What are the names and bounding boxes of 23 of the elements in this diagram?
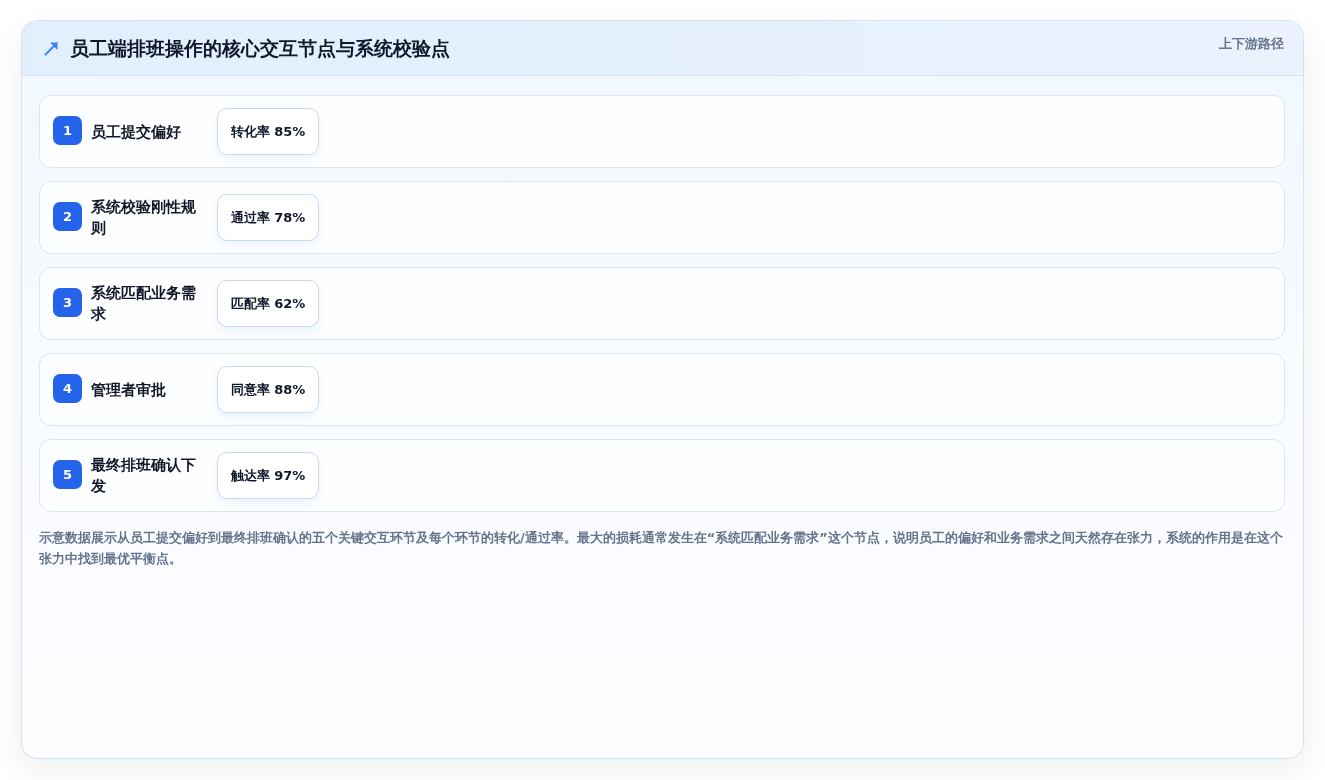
step-name: 管理者审批: [91, 379, 167, 400]
step-name: 系统匹配业务需求: [91, 282, 197, 325]
step-name: 员工提交偏好: [91, 121, 182, 142]
step-card: [39, 181, 1285, 254]
step-number-badge: 2: [53, 202, 82, 231]
step-card: [39, 95, 1285, 168]
step-name: 系统校验刚性规则: [91, 196, 197, 239]
caption-text: 示意数据展示从员工提交偏好到最终排班确认的五个关键交互环节及每个环节的转化/通过率。最大的损耗通常发生在“系统匹配业务需求”这个节点，说明员工的偏好和业务需求之间天然存在张力，系统的作用是在这个张力中找到最优平衡点。: [39, 529, 1284, 568]
header-note: 上下游路径: [1219, 35, 1284, 53]
rate-pill: 转化率 85%: [217, 108, 319, 155]
step-card: [39, 267, 1285, 340]
step-number-badge: 4: [53, 374, 82, 403]
rate-pill: 触达率 97%: [217, 452, 319, 499]
rate-pill: 通过率 78%: [217, 194, 319, 241]
step-number-badge: 1: [53, 116, 82, 145]
step-card: [39, 439, 1285, 512]
step-number-badge: 5: [53, 460, 82, 489]
step-name: 最终排班确认下发: [91, 454, 197, 497]
rate-pill: 同意率 88%: [217, 366, 319, 413]
step-number-badge: 3: [53, 288, 82, 317]
diagram-title: 员工端排班操作的核心交互节点与系统校验点: [70, 36, 450, 60]
rate-pill: 匹配率 62%: [217, 280, 319, 327]
step-card: [39, 353, 1285, 426]
